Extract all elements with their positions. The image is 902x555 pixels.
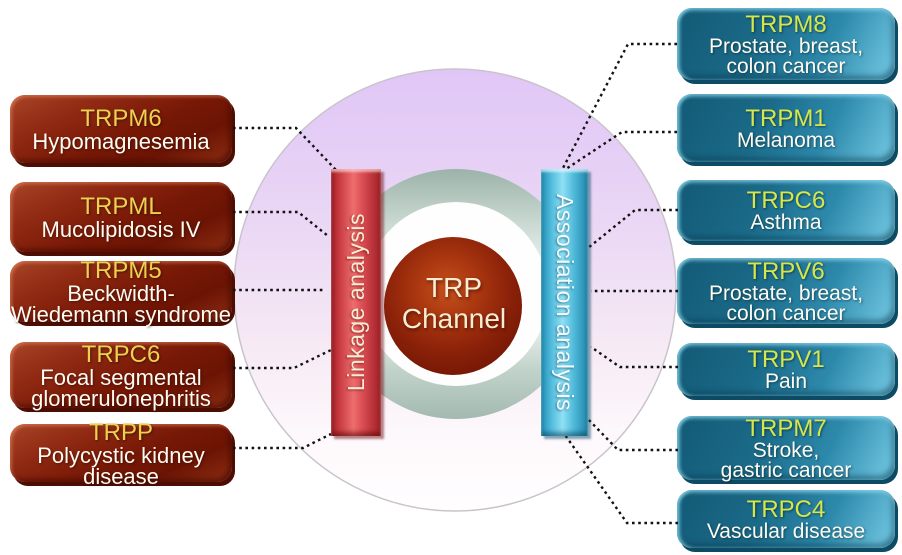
disease-line: Vascular disease — [706, 519, 866, 543]
gene-name: TRPML — [80, 193, 162, 220]
disease-line: Prostate, breast, — [708, 34, 864, 58]
disease-line: Mucolipidosis IV — [41, 217, 201, 242]
disease-line: Wiedemann syndrome — [10, 302, 232, 327]
node-trpv1: TRPV1 Pain — [677, 343, 895, 396]
connector-trpv1 — [590, 346, 678, 369]
gene-name: TRPM1 — [745, 104, 827, 132]
gene-name: TRPM7 — [745, 414, 827, 442]
gene-name: TRPV1 — [747, 346, 825, 373]
gene-name: TRPP — [88, 418, 153, 446]
gene-name: TRPC4 — [746, 495, 826, 523]
connector-trpm1 — [565, 130, 677, 171]
disease-line: Melanoma — [736, 128, 836, 152]
node-trpm6: TRPM6 Hypomagnesemia — [10, 95, 232, 163]
gene-name: TRPM8 — [745, 10, 827, 38]
disease-line: colon cancer — [726, 301, 846, 325]
gene-name: TRPM5 — [80, 257, 162, 284]
node-trpp: TRPP Polycystic kidney disease — [10, 420, 232, 487]
connector-trpm6 — [233, 126, 338, 172]
node-trpc4: TRPC4 Vascular disease — [677, 490, 895, 548]
disease-line: glomerulonephritis — [31, 385, 211, 411]
connector-trpc6-left — [233, 348, 332, 370]
linkage-analysis-bar: Linkage analysis — [331, 169, 381, 436]
gene-name: TRPM6 — [80, 105, 162, 132]
trp-channel-label-line1: TRP — [426, 272, 482, 303]
connector-trpp — [233, 432, 332, 450]
node-trpc6-left: TRPC6 Focal segmental glomerulonephritis — [10, 340, 232, 411]
disease-line: Asthma — [750, 211, 822, 234]
connector-trpml — [233, 210, 329, 237]
disease-line: Prostate, breast, — [708, 281, 864, 305]
disease-line: disease — [83, 463, 159, 489]
disease-line: Focal segmental — [40, 364, 202, 390]
disease-line: Beckwidth- — [67, 281, 175, 306]
association-analysis-bar: Association analysis — [541, 169, 588, 436]
connector-trpm8 — [561, 42, 677, 169]
connector-trpc6-right — [587, 208, 678, 249]
trp-channel-sphere — [384, 237, 522, 375]
connector-trpc4 — [562, 431, 678, 525]
node-trpv6: TRPV6 Prostate, breast, colon cancer — [677, 258, 895, 324]
node-trpm1: TRPM1 Melanoma — [677, 94, 895, 162]
gene-name: TRPC6 — [81, 340, 161, 368]
trp-channel-label-line2: Channel — [401, 303, 507, 334]
node-trpm8: TRPM8 Prostate, breast, colon cancer — [677, 8, 895, 80]
connector-trpm7 — [586, 417, 678, 452]
association-analysis-label: Association analysis — [552, 193, 578, 412]
node-trpc6-right: TRPC6 Asthma — [677, 180, 895, 241]
gene-name: TRPC6 — [746, 187, 826, 214]
disease-line: Hypomagnesemia — [32, 129, 210, 154]
node-trpml: TRPML Mucolipidosis IV — [10, 182, 232, 252]
node-trpm7: TRPM7 Stroke, gastric cancer — [677, 414, 895, 482]
disease-line: Polycystic kidney — [37, 442, 205, 468]
disease-line: Stroke, — [752, 438, 820, 462]
linkage-analysis-label: Linkage analysis — [342, 213, 369, 392]
disease-line: Pain — [764, 370, 808, 393]
disease-line: gastric cancer — [720, 458, 852, 482]
trp-channel-label: TRP Channel — [354, 272, 554, 334]
gene-name: TRPV6 — [747, 257, 825, 285]
disease-line: colon cancer — [726, 54, 846, 78]
node-trpm5: TRPM5 Beckwidth- Wiedemann syndrome — [10, 257, 232, 327]
